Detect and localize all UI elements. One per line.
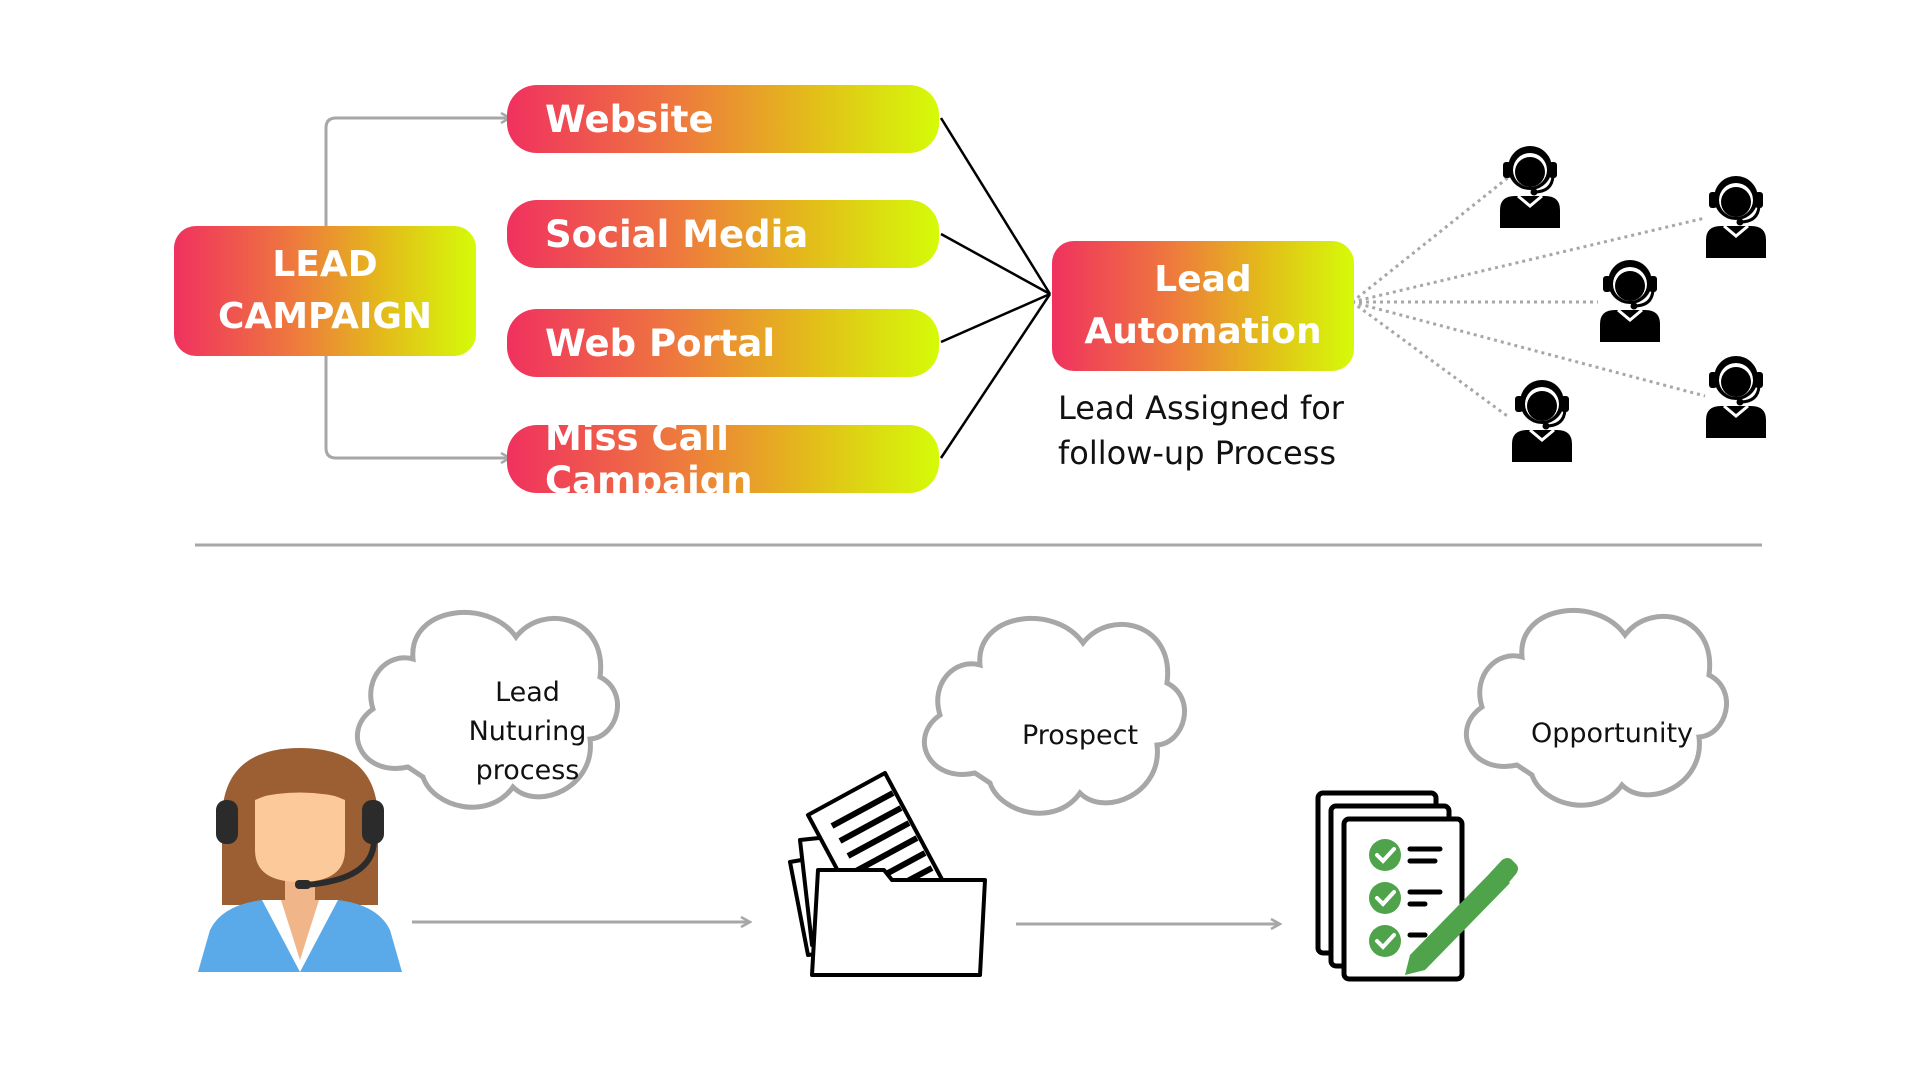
lead-campaign-line2: CAMPAIGN xyxy=(217,296,433,337)
lead-automation-box: Lead Automation xyxy=(1052,241,1354,371)
nurturing-line1: Lead xyxy=(495,677,560,708)
nurturing-line3: process xyxy=(475,755,580,786)
source-web-portal: Web Portal xyxy=(507,309,939,377)
stage-opportunity: Opportunity xyxy=(1530,718,1694,749)
nurturing-line2: Nuturing xyxy=(468,716,587,747)
source-website: Website xyxy=(507,85,939,153)
lead-campaign-box: LEAD CAMPAIGN xyxy=(174,226,476,356)
source-miss-call-campaign: Miss Call Campaign xyxy=(507,416,939,502)
cloud-icon xyxy=(354,607,1729,816)
headset-agent-icon xyxy=(1498,144,1562,230)
headset-agent-icon xyxy=(1598,258,1662,344)
stage-lead-nurturing: Lead Nuturing process xyxy=(440,673,615,790)
headset-agent-icon xyxy=(1704,174,1768,260)
arrow-to-miss-call xyxy=(324,354,510,458)
lead-campaign-line1: LEAD xyxy=(272,244,378,285)
automation-caption-line1: Lead Assigned for xyxy=(1058,389,1344,427)
documents-folder-icon xyxy=(788,771,987,977)
automation-caption-line2: follow-up Process xyxy=(1058,434,1337,472)
lead-automation-line1: Lead xyxy=(1154,259,1252,300)
arrow-to-website xyxy=(324,118,510,226)
automation-caption: Lead Assigned for follow-up Process xyxy=(1058,386,1378,476)
lead-automation-line2: Automation xyxy=(1084,311,1322,352)
female-agent-icon xyxy=(198,748,402,972)
checklist-pencil-icon xyxy=(1315,790,1518,982)
headset-agent-icon xyxy=(1704,354,1768,440)
source-social-media: Social Media xyxy=(507,200,939,268)
headset-agent-icon xyxy=(1510,378,1574,464)
stage-prospect: Prospect xyxy=(1021,720,1139,751)
